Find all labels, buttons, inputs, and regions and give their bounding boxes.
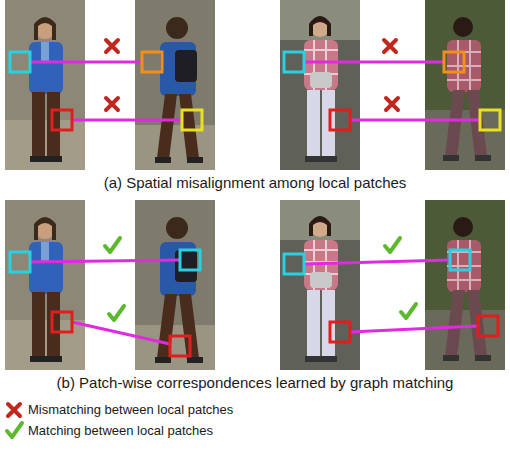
person-photo [425,0,505,170]
person-photo [280,0,360,170]
photo-row-a [5,0,505,170]
mismatch-marks [106,40,398,110]
person-photo [425,200,505,370]
local-patches [10,52,500,130]
legend-text: Mismatching between local patches [28,402,233,417]
match-symbol [7,423,22,437]
panel-caption: (b) Patch-wise correspondences learned b… [0,374,510,391]
person-photo [5,0,85,170]
mismatch-symbol [8,404,20,416]
match-lines [30,260,478,344]
mismatch-lines [30,62,480,120]
person-photo [280,200,360,370]
legend-text: Matching between local patches [28,423,213,438]
person-photo [135,0,215,170]
panel-caption: (a) Spatial misalignment among local pat… [0,174,510,191]
local-patches [10,250,498,356]
legend-symbols [7,404,22,437]
match-marks [105,238,416,320]
person-photo [135,200,215,370]
person-photo [5,200,85,370]
photo-row-b [5,200,505,370]
